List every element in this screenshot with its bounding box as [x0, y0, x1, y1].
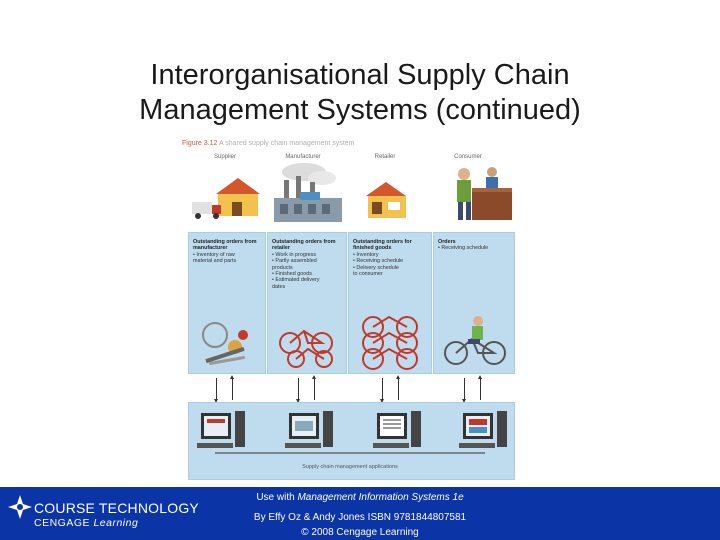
- column-header-manufacturer: Manufacturer: [268, 154, 338, 160]
- manufacturer-factory-illustration: [270, 162, 346, 224]
- arrow-up: [398, 378, 399, 400]
- figure-caption-text: A shared supply chain management system: [219, 140, 354, 147]
- supply-chain-figure: Figure 3.12 A shared supply chain manage…: [180, 140, 520, 480]
- course-technology-logo-icon: [8, 495, 32, 519]
- footer-copyright: © 2008 Cengage Learning: [240, 527, 480, 538]
- footer-bar: COURSE TECHNOLOGY CENGAGE Learning Use w…: [0, 487, 720, 540]
- arrow-down: [298, 378, 299, 400]
- figure-number: Figure 3.12: [182, 140, 217, 147]
- footer-authors: By Effy Oz & Andy Jones ISBN 97818448075…: [240, 512, 480, 523]
- panel-supplier: Outstanding orders from manufacturer • I…: [188, 232, 266, 374]
- panel-supplier-item: material and parts: [193, 258, 263, 264]
- panel-consumer: Orders • Receiving schedule: [433, 232, 515, 374]
- column-header-supplier: Supplier: [190, 154, 260, 160]
- arrow-down: [464, 378, 465, 400]
- slide-title-line-2: Management Systems (continued): [0, 93, 720, 128]
- supplier-warehouse-truck-illustration: [188, 168, 268, 224]
- panel-retailer-item: to consumer: [353, 271, 429, 277]
- panel-retailer-heading: Outstanding orders for finished goods: [353, 239, 412, 251]
- slide-title-line-1: Interorganisational Supply Chain: [0, 58, 720, 93]
- panel-supplier-heading: Outstanding orders from manufacturer: [193, 239, 257, 251]
- figure-caption: Figure 3.12 A shared supply chain manage…: [182, 140, 354, 147]
- panel-manufacturer-heading: Outstanding orders from retailer: [272, 239, 336, 251]
- panel-consumer-heading: Orders: [438, 239, 456, 245]
- brand-learning: Learning: [93, 517, 138, 529]
- use-with-prefix: Use with: [256, 492, 297, 503]
- arrow-up: [314, 378, 315, 400]
- arrow-up: [232, 378, 233, 400]
- column-header-retailer: Retailer: [350, 154, 420, 160]
- brand-line-2: CENGAGE Learning: [34, 517, 138, 529]
- arrow-down: [216, 378, 217, 400]
- book-title: Management Information Systems 1e: [297, 492, 463, 503]
- networked-computers-illustration: [195, 407, 510, 465]
- panel-manufacturer-item: dates: [272, 284, 344, 290]
- brand-cengage: CENGAGE: [34, 517, 93, 529]
- panel-manufacturer: Outstanding orders from retailer • Work …: [267, 232, 347, 374]
- brand-line-1: COURSE TECHNOLOGY: [34, 500, 199, 516]
- bicycle-stack-illustration: [355, 309, 427, 371]
- arrow-down: [382, 378, 383, 400]
- footer-use-with: Use with Management Information Systems …: [240, 492, 480, 503]
- supply-chain-apps-label: Supply chain management applications: [180, 464, 520, 470]
- raw-materials-parts-illustration: [199, 317, 259, 369]
- panel-retailer: Outstanding orders for finished goods • …: [348, 232, 432, 374]
- column-header-consumer: Consumer: [433, 154, 503, 160]
- panel-consumer-item: • Receiving schedule: [438, 245, 512, 251]
- arrow-up: [480, 378, 481, 400]
- cyclist-illustration: [442, 315, 508, 369]
- bicycles-illustration: [274, 319, 342, 369]
- retailer-store-illustration: [362, 180, 422, 224]
- consumer-counter-illustration: [442, 162, 514, 228]
- slide-title: Interorganisational Supply Chain Managem…: [0, 58, 720, 128]
